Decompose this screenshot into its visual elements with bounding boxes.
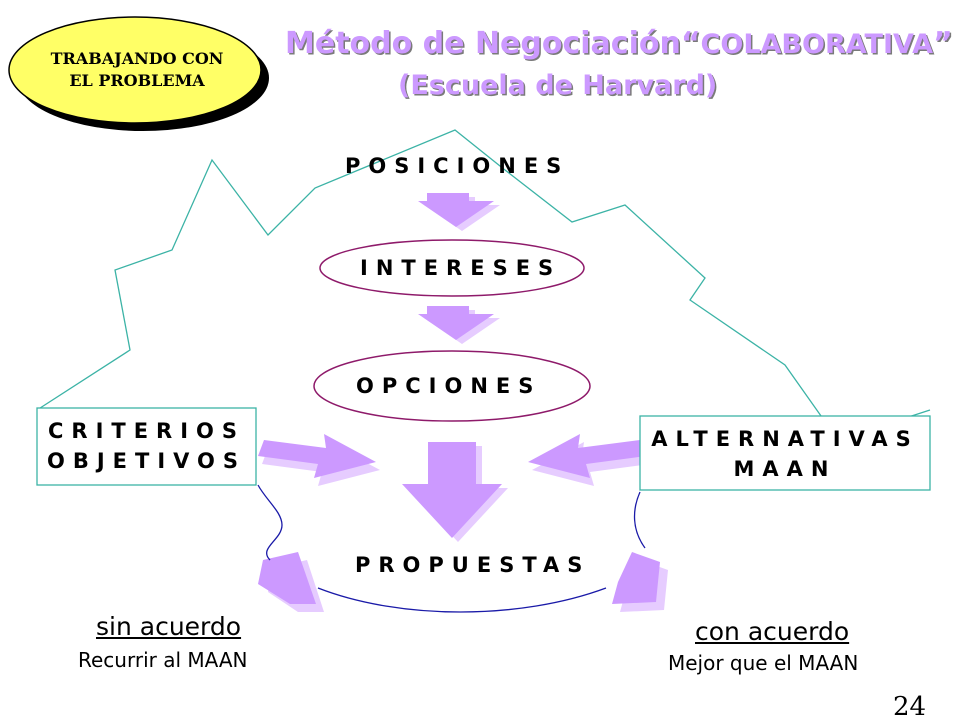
page-subtitle: (Escuela de Harvard)	[398, 70, 718, 101]
alternativas-label: ALTERNATIVAS MAAN	[640, 424, 930, 484]
arrow-down-2	[418, 306, 500, 344]
arrow-from-alternativas	[528, 434, 650, 486]
criterios-line-2: OBJETIVOS	[46, 449, 246, 473]
burst-outline	[36, 129, 931, 441]
title-emphasis: COLABORATIVA	[700, 29, 933, 60]
alternativas-box	[639, 415, 931, 491]
arrow-down-big	[402, 442, 508, 542]
alternativas-line-2: MAAN	[733, 457, 837, 481]
badge-label: TRABAJANDO CON EL PROBLEMA	[22, 48, 252, 92]
page-number: 24	[893, 692, 927, 722]
criterios-box	[36, 407, 257, 486]
step-intereses: INTERESES	[360, 256, 562, 280]
title-prefix: Método de Negociación“	[285, 26, 701, 61]
badge-ellipse	[8, 16, 262, 124]
con-acuerdo-heading: con acuerdo	[695, 617, 850, 646]
step-propuestas: PROPUESTAS	[355, 553, 591, 577]
arrow-to-con-acuerdo	[612, 552, 668, 612]
badge-line-1: TRABAJANDO CON	[50, 49, 224, 68]
title-suffix: ”	[932, 26, 953, 61]
step-posiciones: POSICIONES	[345, 154, 570, 178]
sin-acuerdo-detail: Recurrir al MAAN	[78, 648, 248, 672]
page-title: Método de Negociación“COLABORATIVA”	[285, 26, 953, 61]
opciones-oval	[313, 350, 591, 422]
criterios-line-1: CRITERIOS	[47, 419, 246, 443]
intereses-oval	[319, 239, 585, 297]
arrow-to-sin-acuerdo	[258, 552, 324, 612]
outcome-curve	[257, 484, 646, 613]
arrow-down-1	[418, 193, 500, 231]
alternativas-line-1: ALTERNATIVAS	[651, 427, 919, 451]
badge-line-2: EL PROBLEMA	[69, 71, 205, 90]
step-opciones: OPCIONES	[356, 374, 542, 398]
arrow-from-criterios	[258, 434, 380, 486]
criterios-label: CRITERIOS OBJETIVOS	[37, 416, 256, 476]
con-acuerdo-detail: Mejor que el MAAN	[668, 651, 859, 675]
sin-acuerdo-heading: sin acuerdo	[96, 612, 242, 641]
